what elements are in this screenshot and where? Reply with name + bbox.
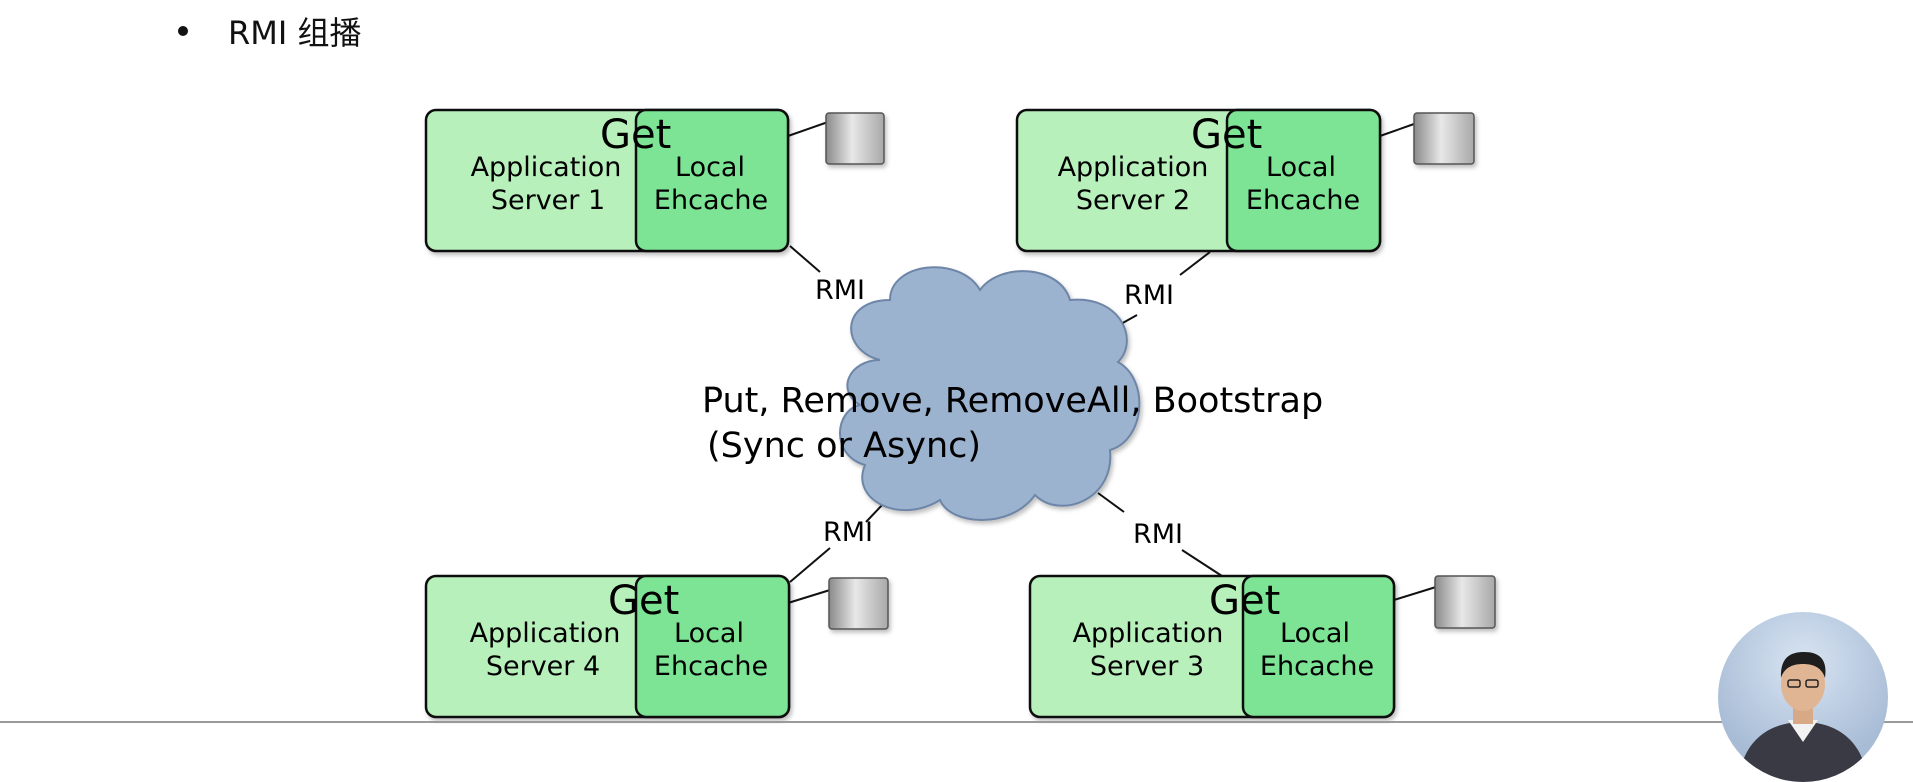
ehcache-rmi-diagram: Put, Remove, RemoveAll, Bootstrap (Sync … bbox=[424, 108, 1496, 719]
link-line-2 bbox=[1179, 251, 1211, 276]
rmi-label-4: RMI bbox=[823, 517, 873, 548]
app-server-label: Application bbox=[470, 618, 621, 649]
cache-name: Ehcache bbox=[654, 651, 768, 682]
ehcache-box bbox=[1241, 574, 1396, 719]
server-node-1 bbox=[424, 108, 790, 253]
app-server-name: Server 2 bbox=[1076, 185, 1190, 216]
slide-title: RMI 组播 bbox=[228, 14, 362, 52]
link-line-3b bbox=[1181, 549, 1223, 577]
rmi-label-1: RMI bbox=[815, 275, 865, 306]
rmi-label-2: RMI bbox=[1124, 280, 1174, 311]
get-label: Get bbox=[600, 112, 671, 158]
cache-name: Ehcache bbox=[654, 185, 768, 216]
person-icon bbox=[1738, 652, 1868, 782]
disk-store-icon bbox=[828, 577, 889, 630]
presenter-avatar bbox=[1718, 612, 1888, 782]
app-server-label: Application bbox=[1073, 618, 1224, 649]
rmi-label-3: RMI bbox=[1133, 519, 1183, 550]
cloud-shape bbox=[839, 266, 1141, 521]
server-node-2 bbox=[1015, 108, 1382, 253]
server-node-3 bbox=[1028, 574, 1396, 719]
cloud-operations-label: Put, Remove, RemoveAll, Bootstrap bbox=[702, 381, 1323, 421]
app-server-label: Application bbox=[1058, 152, 1209, 183]
ehcache-box bbox=[634, 574, 791, 719]
cache-label: Local bbox=[674, 618, 744, 649]
network-cloud bbox=[839, 266, 1141, 521]
cache-label: Local bbox=[1266, 152, 1336, 183]
get-label: Get bbox=[1191, 112, 1262, 158]
disk-store-icon bbox=[825, 112, 885, 165]
bottom-divider bbox=[0, 721, 1913, 723]
disk-store-icon bbox=[1413, 112, 1475, 165]
ehcache-box bbox=[1225, 108, 1382, 253]
slide-bullet: RMI 组播 bbox=[178, 8, 361, 54]
cache-name: Ehcache bbox=[1260, 651, 1374, 682]
app-server-name: Server 4 bbox=[486, 651, 600, 682]
app-server-name: Server 1 bbox=[491, 185, 605, 216]
server-node-4 bbox=[424, 574, 791, 719]
app-server-label: Application bbox=[471, 152, 622, 183]
link-line-4 bbox=[865, 502, 885, 523]
app-server-name: Server 3 bbox=[1090, 651, 1204, 682]
bullet-icon bbox=[178, 26, 188, 36]
cloud-sync-label: (Sync or Async) bbox=[707, 426, 981, 466]
disk-line-4 bbox=[787, 589, 831, 604]
cache-label: Local bbox=[1280, 618, 1350, 649]
cache-label: Local bbox=[675, 152, 745, 183]
ehcache-box bbox=[634, 108, 790, 253]
disk-line-1 bbox=[787, 121, 829, 137]
disk-store-icon bbox=[1434, 575, 1496, 629]
link-line-4b bbox=[789, 547, 831, 583]
get-label: Get bbox=[1209, 578, 1280, 624]
get-label: Get bbox=[608, 578, 679, 624]
disk-line-3 bbox=[1393, 586, 1437, 601]
cache-name: Ehcache bbox=[1246, 185, 1360, 216]
disk-line-2 bbox=[1379, 123, 1415, 137]
link-line-1 bbox=[789, 245, 821, 273]
link-line-3 bbox=[1097, 492, 1125, 513]
